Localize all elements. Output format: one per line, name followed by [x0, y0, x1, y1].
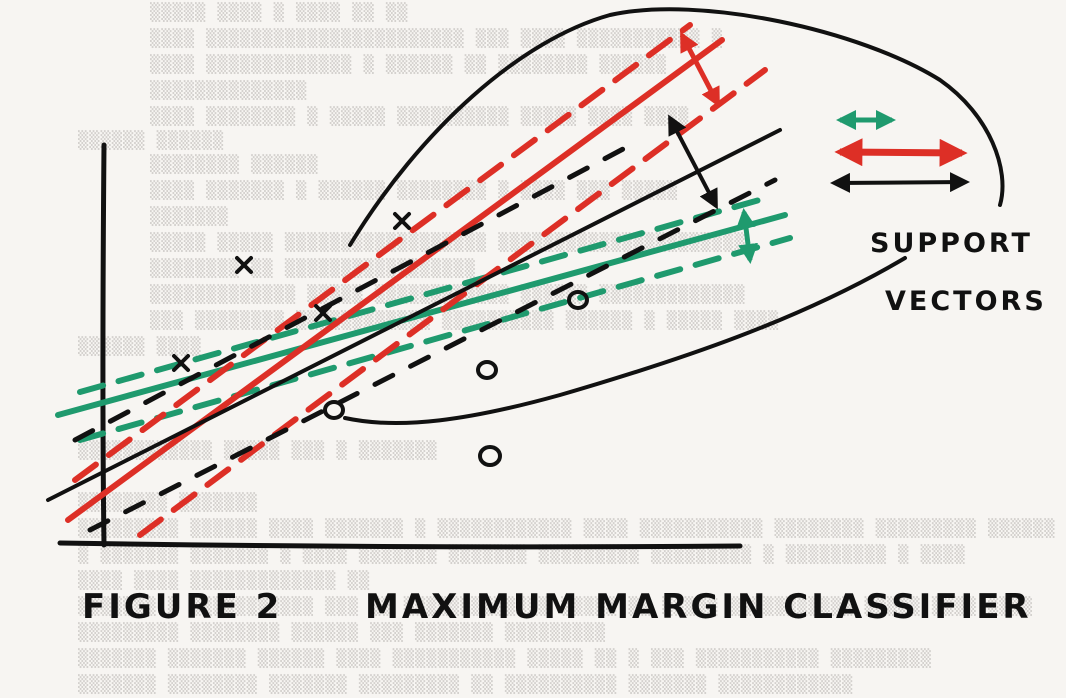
svg-text:▒▒▒▒▒▒▒▒ ▒▒▒▒▒▒▒: ▒▒▒▒▒▒▒▒ ▒▒▒▒▒▒▒	[78, 492, 258, 513]
svg-text:▒▒▒▒ ▒▒▒▒ ▒▒▒▒▒▒▒▒▒▒▒▒▒ ▒▒: ▒▒▒▒ ▒▒▒▒ ▒▒▒▒▒▒▒▒▒▒▒▒▒ ▒▒	[78, 570, 370, 591]
cross-marker	[393, 212, 411, 230]
circle-marker	[323, 400, 345, 420]
green-margin-lower	[77, 235, 793, 443]
y-axis	[100, 142, 107, 548]
svg-text:▒ ▒▒▒▒▒▒▒ ▒▒▒▒▒▒▒ ▒ ▒▒▒▒ ▒▒▒▒▒: ▒ ▒▒▒▒▒▒▒ ▒▒▒▒▒▒▒ ▒ ▒▒▒▒ ▒▒▒▒▒▒▒ ▒▒▒▒▒▒▒…	[78, 544, 966, 565]
x-axis	[57, 540, 743, 550]
black-width-legend-arrow	[830, 172, 970, 193]
support-vector-callout-tail	[343, 256, 907, 426]
svg-text:▒▒▒▒▒▒ ▒▒▒▒▒▒: ▒▒▒▒▒▒ ▒▒▒▒▒▒	[78, 130, 224, 151]
svg-text:▒▒▒▒▒▒▒ ▒▒▒▒▒▒▒▒ ▒▒▒▒▒▒▒ ▒▒▒▒▒: ▒▒▒▒▒▒▒ ▒▒▒▒▒▒▒▒ ▒▒▒▒▒▒▒ ▒▒▒▒▒▒▒▒▒ ▒▒ ▒▒…	[78, 674, 853, 695]
svg-text:▒▒▒▒▒▒▒▒▒ ▒▒▒▒▒▒ ▒▒▒▒ ▒▒▒▒▒▒▒: ▒▒▒▒▒▒▒▒▒ ▒▒▒▒▒▒ ▒▒▒▒ ▒▒▒▒▒▒▒ ▒ ▒▒▒▒▒▒▒▒…	[78, 518, 1055, 539]
bleed-through-text: ▒▒▒▒▒ ▒▒▒▒ ▒ ▒▒▒▒ ▒▒ ▒▒ ▒▒▒▒ ▒▒▒▒▒▒▒▒▒▒▒…	[78, 2, 1055, 695]
green-margin-upper	[77, 194, 773, 395]
circle-marker	[478, 445, 502, 467]
svg-text:▒▒▒▒▒▒▒▒▒▒▒▒▒▒: ▒▒▒▒▒▒▒▒▒▒▒▒▒▒	[150, 80, 307, 101]
green-margin-arrow	[736, 208, 758, 264]
cross-marker	[172, 354, 190, 372]
support-vector-callout-loop	[348, 7, 1005, 247]
cross-marker	[314, 304, 332, 322]
svg-text:▒▒▒▒▒▒▒▒▒▒▒▒▒ ▒▒▒▒▒ ▒▒▒▒▒▒▒▒▒▒: ▒▒▒▒▒▒▒▒▒▒▒▒▒ ▒▒▒▒▒ ▒▒▒▒▒▒▒▒▒▒▒▒ ▒▒▒▒▒▒ …	[150, 284, 745, 305]
support-vectors-label-line2: VECTORS	[885, 286, 1047, 317]
figure-caption: MAXIMUM MARGIN CLASSIFIER	[365, 587, 1032, 627]
black-margin-lower	[87, 177, 778, 533]
svg-text:▒▒▒▒ ▒▒▒▒▒▒▒▒▒▒▒▒▒ ▒ ▒▒▒▒▒▒ ▒▒: ▒▒▒▒ ▒▒▒▒▒▒▒▒▒▒▒▒▒ ▒ ▒▒▒▒▒▒ ▒▒ ▒▒▒▒▒▒▒▒ …	[150, 54, 667, 75]
svg-text:▒▒▒▒▒▒ ▒▒▒▒: ▒▒▒▒▒▒ ▒▒▒▒	[78, 336, 202, 357]
red-margin-upper	[72, 22, 693, 483]
svg-text:▒▒▒▒▒ ▒▒▒▒ ▒ ▒▒▒▒ ▒▒ ▒▒: ▒▒▒▒▒ ▒▒▒▒ ▒ ▒▒▒▒ ▒▒ ▒▒	[150, 2, 408, 23]
figure-number-label: FIGURE 2	[82, 587, 282, 627]
red-margin-arrow	[679, 31, 721, 108]
circle-marker	[476, 360, 498, 380]
cross-markers	[172, 212, 411, 372]
green-decision-line	[55, 212, 788, 418]
svg-text:▒▒▒▒▒▒▒: ▒▒▒▒▒▒▒	[150, 206, 229, 227]
red-margin-lower	[137, 67, 768, 538]
svg-text:▒▒▒▒▒▒▒▒ ▒▒▒▒▒▒: ▒▒▒▒▒▒▒▒ ▒▒▒▒▒▒	[150, 154, 319, 175]
black-decision-line	[46, 128, 782, 502]
support-vectors-label-line1: SUPPORT	[870, 228, 1033, 259]
svg-text:▒▒▒▒▒▒▒ ▒▒▒▒▒▒▒ ▒▒▒▒▒▒ ▒▒▒▒ ▒▒: ▒▒▒▒▒▒▒ ▒▒▒▒▒▒▒ ▒▒▒▒▒▒ ▒▒▒▒ ▒▒▒▒▒▒▒▒▒▒▒ …	[78, 648, 932, 669]
circle-marker	[567, 290, 589, 310]
svg-text:▒▒▒▒ ▒▒▒▒▒▒▒▒▒▒▒▒▒▒▒▒▒▒▒▒▒▒▒ ▒: ▒▒▒▒ ▒▒▒▒▒▒▒▒▒▒▒▒▒▒▒▒▒▒▒▒▒▒▒ ▒▒▒ ▒▒▒▒ ▒▒…	[150, 28, 723, 49]
svg-text:▒▒▒▒▒▒▒▒▒ ▒▒▒▒▒▒▒▒ ▒▒▒▒▒▒ ▒▒▒: ▒▒▒▒▒▒▒▒▒ ▒▒▒▒▒▒▒▒ ▒▒▒▒▒▒ ▒▒▒ ▒▒▒▒▒▒▒ ▒▒…	[78, 622, 606, 643]
svg-text:▒▒▒▒▒▒▒ ▒ ▒▒▒▒▒▒▒▒▒▒▒ ▒▒▒ ▒▒ ▒: ▒▒▒▒▒▒▒ ▒ ▒▒▒▒▒▒▒▒▒▒▒ ▒▒▒ ▒▒ ▒▒▒▒▒▒▒▒▒▒▒…	[78, 596, 1033, 617]
svg-text:▒▒▒▒ ▒▒▒▒▒▒▒ ▒ ▒▒▒▒▒▒ ▒▒▒▒▒▒▒▒: ▒▒▒▒ ▒▒▒▒▒▒▒ ▒ ▒▒▒▒▒▒ ▒▒▒▒▒▒▒▒ ▒ ▒▒▒▒ ▒▒…	[150, 180, 678, 201]
red-decision-line	[65, 37, 725, 523]
svg-text:▒▒▒▒▒▒▒▒ ▒▒ ▒▒▒▒▒▒▒▒▒▒▒▒▒▒▒▒▒: ▒▒▒▒▒▒▒▒ ▒▒ ▒▒▒▒▒▒▒▒▒▒▒▒▒▒▒▒▒	[150, 258, 476, 279]
black-margin-upper	[72, 137, 643, 443]
circle-markers	[323, 290, 589, 467]
svg-text:▒▒▒▒ ▒▒▒▒▒▒▒▒ ▒ ▒▒▒▒▒ ▒▒▒▒▒▒▒▒: ▒▒▒▒ ▒▒▒▒▒▒▒▒ ▒ ▒▒▒▒▒ ▒▒▒▒▒▒▒▒▒▒ ▒▒▒▒▒ ▒…	[150, 106, 689, 127]
black-margin-arrow	[668, 114, 718, 210]
cross-marker	[235, 256, 253, 274]
svg-text:▒▒▒ ▒▒▒▒▒▒▒▒ ▒▒▒▒▒▒▒▒▒▒▒▒ ▒▒▒▒: ▒▒▒ ▒▒▒▒▒▒▒▒ ▒▒▒▒▒▒▒▒▒▒▒▒ ▒▒▒▒▒▒▒▒▒▒ ▒▒▒…	[150, 310, 779, 331]
red-width-legend-arrow	[834, 138, 968, 167]
